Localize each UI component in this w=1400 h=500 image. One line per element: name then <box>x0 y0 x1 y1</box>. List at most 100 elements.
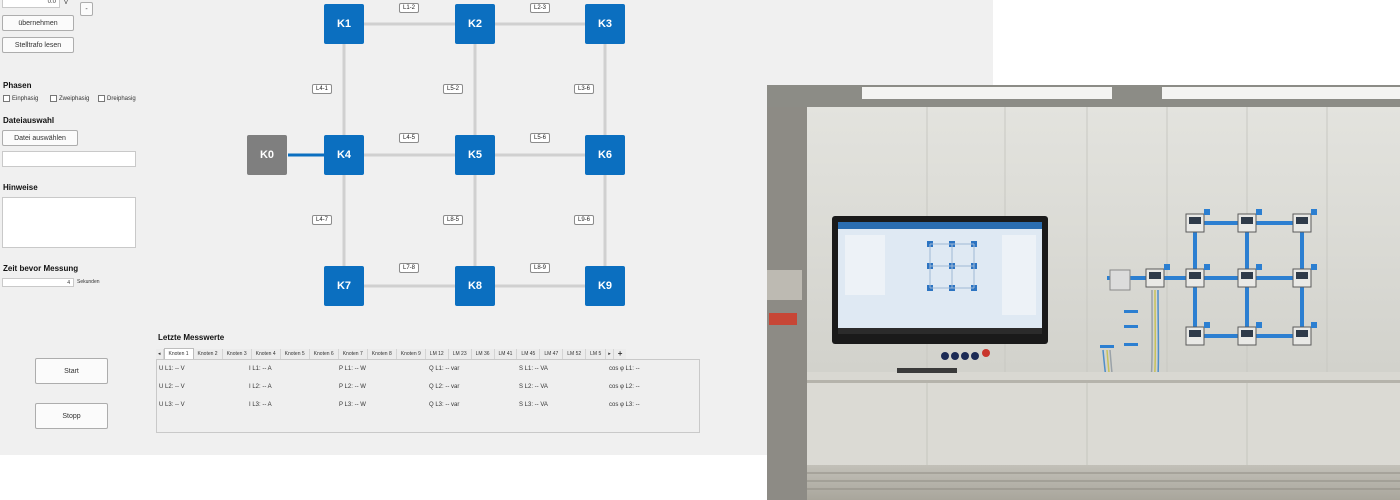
value-u-l2: U L2: -- V <box>159 384 185 390</box>
hinweise-textarea[interactable] <box>2 197 136 248</box>
node-k4[interactable]: K4 <box>324 135 364 175</box>
tab-knoten-5[interactable]: Knoten 5 <box>280 348 310 359</box>
tab-knoten-3[interactable]: Knoten 3 <box>222 348 252 359</box>
tab-lm-41[interactable]: LM 41 <box>494 348 518 359</box>
line-label-l5-2[interactable]: L5-2 <box>442 84 464 94</box>
value-p-l1: P L1: -- W <box>339 366 366 372</box>
lab-photo-drawing <box>767 85 1400 500</box>
letzte-messwerte-heading: Letzte Messwerte <box>158 333 225 342</box>
line-label-l7-8[interactable]: L7-8 <box>398 263 420 273</box>
line-label-l2-3[interactable]: L2-3 <box>529 3 551 13</box>
value-i-l2: I L2: -- A <box>249 384 272 390</box>
value-q-l2: Q L2: -- var <box>429 384 460 390</box>
tab-knoten-7[interactable]: Knoten 7 <box>338 348 368 359</box>
tab-knoten-4[interactable]: Knoten 4 <box>251 348 281 359</box>
phase-option-zweiphasig[interactable]: Zweiphasig <box>50 95 89 102</box>
phase-label: Einphasig <box>12 96 39 103</box>
value-cos-l2: cos φ L2: -- <box>609 384 640 390</box>
node-k2[interactable]: K2 <box>455 4 495 44</box>
phasen-heading: Phasen <box>3 81 32 90</box>
ceiling-light-right <box>1162 87 1400 99</box>
line-label-l8-5[interactable]: L8-5 <box>442 215 464 225</box>
desk-shelf <box>807 372 1400 380</box>
line-label-l1-2[interactable]: L1-2 <box>398 3 420 13</box>
node-k9[interactable]: K9 <box>585 266 625 306</box>
voltage-input[interactable]: 0.0 <box>2 0 60 8</box>
node-k8[interactable]: K8 <box>455 266 495 306</box>
checkbox-icon[interactable] <box>98 95 105 102</box>
tab-lm-5x[interactable]: LM 5 <box>586 348 607 359</box>
hinweise-heading: Hinweise <box>3 183 38 192</box>
value-q-l1: Q L1: -- var <box>429 366 460 372</box>
line-label-l9-6[interactable]: L9-6 <box>573 215 595 225</box>
phase-option-dreiphasig[interactable]: Dreiphasig <box>98 95 136 102</box>
line-label-l5-6[interactable]: L5-6 <box>529 133 551 143</box>
node-k3[interactable]: K3 <box>585 4 625 44</box>
tab-knoten-8[interactable]: Knoten 8 <box>367 348 397 359</box>
node-k6[interactable]: K6 <box>585 135 625 175</box>
dateiauswahl-heading: Dateiauswahl <box>3 116 55 125</box>
line-label-l4-5[interactable]: L4-5 <box>398 133 420 143</box>
value-q-l3: Q L3: -- var <box>429 402 460 408</box>
phase-label: Dreiphasig <box>107 96 136 103</box>
add-tab-button[interactable]: + <box>613 348 627 359</box>
tab-scroll-right[interactable]: ▸ <box>606 348 614 359</box>
line-label-l3-6[interactable]: L3-6 <box>573 84 595 94</box>
value-p-l3: P L3: -- W <box>339 402 366 408</box>
value-i-l1: I L1: -- A <box>249 366 272 372</box>
tab-lm-12[interactable]: LM 12 <box>425 348 449 359</box>
source-box <box>1109 269 1131 291</box>
tab-lm-23[interactable]: LM 23 <box>448 348 472 359</box>
left-shelf <box>767 270 802 300</box>
file-path-field[interactable] <box>2 151 136 167</box>
phase-option-einphasig[interactable]: Einphasig <box>3 95 38 102</box>
line-label-l4-1[interactable]: L4-1 <box>311 84 333 94</box>
tab-lm-52[interactable]: LM 52 <box>563 348 587 359</box>
lower-wall <box>807 383 1400 465</box>
checkbox-icon[interactable] <box>50 95 57 102</box>
value-s-l3: S L3: -- VA <box>519 402 548 408</box>
value-p-l2: P L2: -- W <box>339 384 366 390</box>
stelltrafo-lesen-button[interactable]: Stelltrafo lesen <box>2 37 74 53</box>
datei-auswaehlen-button[interactable]: Datei auswählen <box>2 130 78 146</box>
tab-knoten-1[interactable]: Knoten 1 <box>163 348 194 359</box>
grid-connections <box>288 22 607 288</box>
line-label-l4-7[interactable]: L4-7 <box>311 215 333 225</box>
tab-lm-45[interactable]: LM 45 <box>517 348 541 359</box>
tab-lm-36[interactable]: LM 36 <box>471 348 495 359</box>
left-red-box <box>769 313 797 325</box>
voltage-minus-button[interactable]: - <box>80 2 93 16</box>
uebernehmen-button[interactable]: übernehmen <box>2 15 74 31</box>
stopp-button[interactable]: Stopp <box>35 403 108 429</box>
value-u-l3: U L3: -- V <box>159 402 185 408</box>
ceiling-light-left <box>862 87 1112 99</box>
voltage-unit-label: V <box>64 0 69 6</box>
tab-knoten-2[interactable]: Knoten 2 <box>193 348 223 359</box>
zeit-input[interactable]: 4 <box>2 278 74 287</box>
value-u-l1: U L1: -- V <box>159 366 185 372</box>
value-s-l2: S L2: -- VA <box>519 384 548 390</box>
node-k0[interactable]: K0 <box>247 135 287 175</box>
keyboard <box>897 368 957 373</box>
tab-knoten-9[interactable]: Knoten 9 <box>396 348 426 359</box>
value-cos-l3: cos φ L3: -- <box>609 402 640 408</box>
lab-setup-photo <box>767 85 1400 500</box>
tab-knoten-6[interactable]: Knoten 6 <box>309 348 339 359</box>
left-wall <box>767 107 807 500</box>
node-k7[interactable]: K7 <box>324 266 364 306</box>
tab-scroll-left[interactable]: ◂ <box>156 348 164 359</box>
zeit-unit-label: Sekunden <box>77 279 100 285</box>
value-s-l1: S L1: -- VA <box>519 366 548 372</box>
start-button[interactable]: Start <box>35 358 108 384</box>
tab-lm-47[interactable]: LM 47 <box>540 348 564 359</box>
checkbox-icon[interactable] <box>3 95 10 102</box>
node-k5[interactable]: K5 <box>455 135 495 175</box>
measurement-panel: U L1: -- V I L1: -- A P L1: -- W Q L1: -… <box>156 359 700 433</box>
phase-label: Zweiphasig <box>59 96 90 103</box>
zeit-heading: Zeit bevor Messung <box>3 264 79 273</box>
value-i-l3: I L3: -- A <box>249 402 272 408</box>
line-label-l8-9[interactable]: L8-9 <box>529 263 551 273</box>
node-k1[interactable]: K1 <box>324 4 364 44</box>
floor-vent <box>807 465 1400 500</box>
value-cos-l1: cos φ L1: -- <box>609 366 640 372</box>
